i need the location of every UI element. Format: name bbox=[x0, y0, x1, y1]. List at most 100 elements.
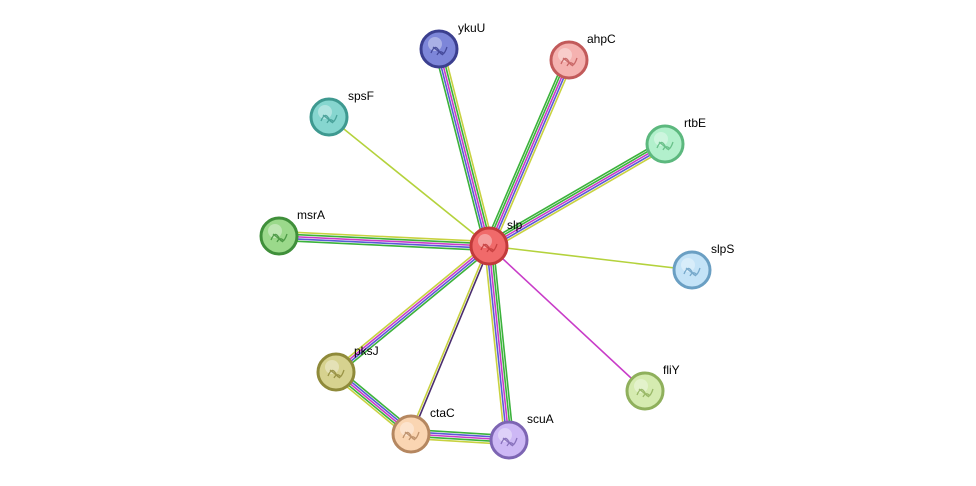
protein-structure-icon bbox=[270, 233, 288, 243]
edge-line bbox=[487, 141, 665, 245]
node-circle bbox=[309, 97, 349, 137]
node-highlight bbox=[478, 234, 492, 248]
node-label: msrA bbox=[297, 208, 325, 222]
node-label: ahpC bbox=[587, 32, 616, 46]
node-fliY[interactable]: fliY bbox=[625, 363, 680, 411]
edge-slp-rtbE[interactable] bbox=[486, 139, 668, 251]
edge-slp-scuA[interactable] bbox=[483, 245, 515, 441]
edge-line bbox=[490, 245, 512, 440]
edge-line bbox=[440, 48, 492, 246]
node-layer: slp ykuU ahpC spsF rtbE msrA slpS pksJ fliY ctaC s… bbox=[259, 21, 734, 460]
node-circle bbox=[672, 250, 712, 290]
node-circle bbox=[469, 226, 509, 266]
edge-slp-slpS[interactable] bbox=[488, 245, 693, 271]
edge-slp-spsF[interactable] bbox=[328, 116, 490, 247]
edge-line bbox=[278, 235, 490, 247]
node-circle bbox=[419, 29, 459, 69]
node-slpS[interactable]: slpS bbox=[672, 242, 734, 290]
edge-slp-fliY[interactable] bbox=[488, 245, 646, 392]
edge-line bbox=[484, 57, 566, 245]
protein-structure-icon bbox=[480, 243, 498, 253]
edge-line bbox=[490, 60, 572, 248]
protein-structure-icon bbox=[560, 57, 578, 67]
protein-structure-icon bbox=[320, 114, 338, 124]
node-highlight bbox=[654, 132, 668, 146]
edge-line bbox=[486, 139, 664, 243]
edge-slp-msrA[interactable] bbox=[278, 230, 490, 252]
node-highlight bbox=[498, 428, 512, 442]
node-circle bbox=[391, 414, 431, 454]
node-label: slpS bbox=[711, 242, 734, 256]
edge-line bbox=[488, 245, 693, 271]
edge-line bbox=[278, 239, 489, 252]
node-highlight bbox=[428, 37, 442, 51]
node-spsF[interactable]: spsF bbox=[309, 89, 374, 137]
node-label: pksJ bbox=[354, 344, 379, 358]
node-highlight bbox=[325, 360, 339, 374]
node-highlight bbox=[318, 105, 332, 119]
edge-slp-ctaC[interactable] bbox=[409, 245, 491, 435]
edge-line bbox=[492, 61, 574, 249]
protein-structure-icon bbox=[656, 141, 674, 151]
protein-structure-icon bbox=[636, 388, 654, 398]
node-highlight bbox=[558, 48, 572, 62]
edge-line bbox=[490, 147, 668, 251]
edge-line bbox=[337, 247, 492, 376]
edge-line bbox=[433, 49, 486, 248]
edge-line bbox=[488, 143, 666, 247]
node-circle bbox=[489, 420, 529, 460]
edge-line bbox=[486, 58, 568, 246]
edge-line bbox=[278, 237, 489, 249]
edge-line bbox=[486, 246, 508, 441]
node-label: ctaC bbox=[430, 406, 455, 420]
edge-line bbox=[436, 49, 488, 247]
edge-line bbox=[483, 246, 506, 441]
edge-line bbox=[328, 116, 490, 247]
edge-line bbox=[488, 59, 570, 247]
edge-slp-ahpC[interactable] bbox=[484, 57, 574, 249]
node-ctaC[interactable]: ctaC bbox=[391, 406, 455, 454]
edge-line bbox=[411, 246, 491, 435]
node-highlight bbox=[268, 224, 282, 238]
node-circle bbox=[625, 371, 665, 411]
protein-structure-icon bbox=[683, 267, 701, 277]
edge-slp-ykuU[interactable] bbox=[433, 47, 495, 248]
node-scuA[interactable]: scuA bbox=[489, 412, 554, 460]
edge-line bbox=[409, 245, 489, 434]
edge-line bbox=[489, 145, 667, 249]
node-ahpC[interactable]: ahpC bbox=[549, 32, 616, 80]
node-label: ykuU bbox=[458, 21, 485, 35]
edge-line bbox=[333, 242, 488, 371]
edge-line bbox=[279, 230, 490, 243]
edge-line bbox=[279, 233, 490, 245]
node-highlight bbox=[634, 379, 648, 393]
node-label: rtbE bbox=[684, 116, 706, 130]
node-circle bbox=[316, 352, 356, 392]
edge-line bbox=[488, 245, 510, 441]
protein-structure-icon bbox=[402, 431, 420, 441]
protein-structure-icon bbox=[430, 46, 448, 56]
node-label: slp bbox=[507, 218, 523, 232]
edge-line bbox=[488, 245, 646, 392]
protein-structure-icon bbox=[500, 437, 518, 447]
node-label: spsF bbox=[348, 89, 374, 103]
node-slp[interactable]: slp bbox=[469, 218, 523, 266]
edge-slp-pksJ[interactable] bbox=[333, 242, 492, 376]
node-ykuU[interactable]: ykuU bbox=[419, 21, 485, 69]
edge-line bbox=[334, 244, 489, 372]
node-label: fliY bbox=[663, 363, 680, 377]
node-circle bbox=[259, 216, 299, 256]
node-circle bbox=[645, 124, 685, 164]
protein-structure-icon bbox=[327, 369, 345, 379]
node-circle bbox=[549, 40, 589, 80]
node-pksJ[interactable]: pksJ bbox=[316, 344, 379, 392]
node-highlight bbox=[400, 422, 414, 436]
edge-line bbox=[336, 246, 491, 374]
node-msrA[interactable]: msrA bbox=[259, 208, 325, 256]
edge-line bbox=[442, 47, 495, 246]
edge-line bbox=[438, 48, 490, 247]
edge-line bbox=[492, 245, 515, 440]
node-rtbE[interactable]: rtbE bbox=[645, 116, 706, 164]
node-label: scuA bbox=[527, 412, 554, 426]
